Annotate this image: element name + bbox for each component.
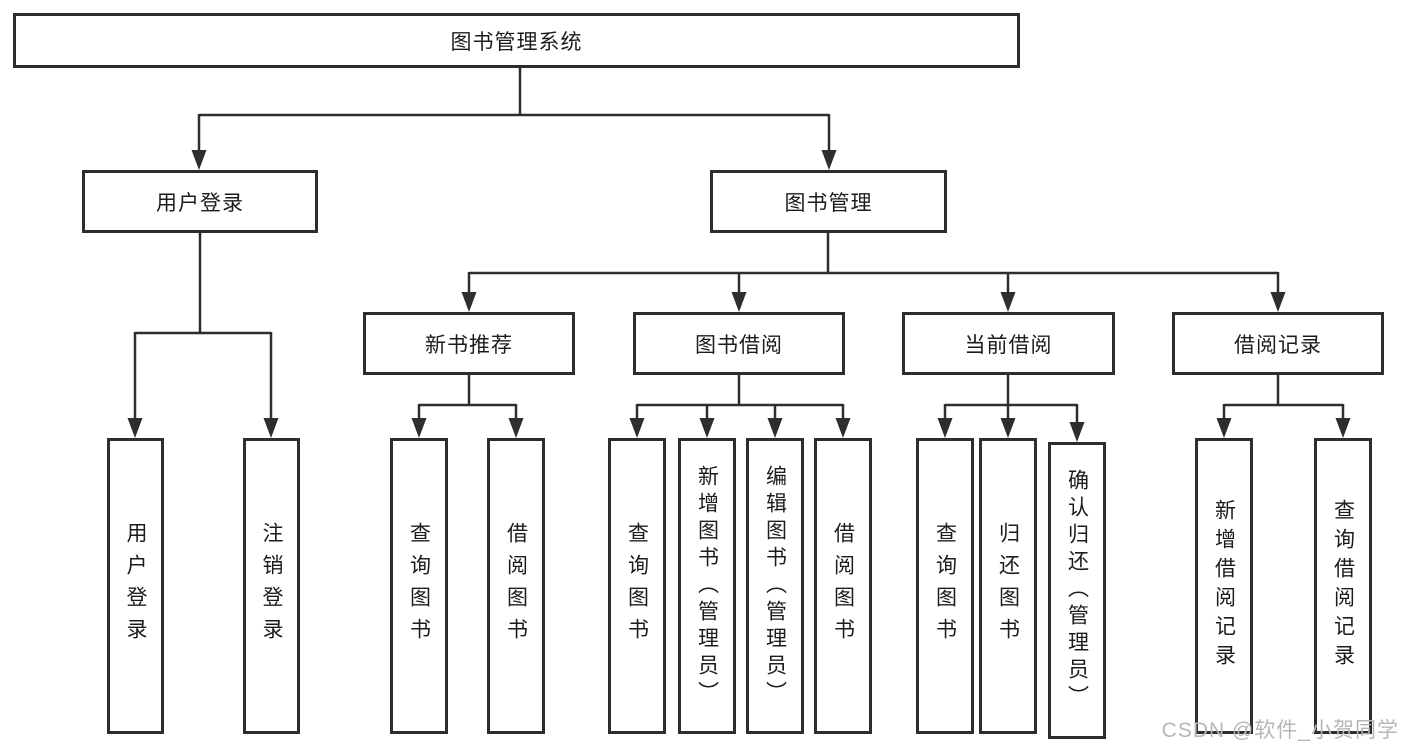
leaf-current-query-books-label: 查询图书 (933, 522, 957, 650)
node-root: 图书管理系统 (13, 13, 1020, 68)
leaf-current-query-books: 查询图书 (916, 438, 974, 734)
leaf-return-books-label: 归还图书 (996, 522, 1020, 650)
connector-current-borrow-to-leaves (937, 375, 1085, 442)
leaf-newrec-borrow-books: 借阅图书 (487, 438, 545, 734)
leaf-borrow-query-books: 查询图书 (608, 438, 666, 734)
leaf-logout-label: 注销登录 (260, 522, 283, 650)
node-book-borrow: 图书借阅 (633, 312, 845, 375)
leaf-add-books-admin: 新增图书（管理员） (678, 438, 736, 734)
leaf-add-borrow-record-label: 新增借阅记录 (1212, 499, 1236, 673)
node-user-login: 用户登录 (82, 170, 318, 233)
leaf-edit-books-admin: 编辑图书（管理员） (746, 438, 804, 734)
connector-user-login-to-leaves (127, 233, 279, 438)
node-borrow-records: 借阅记录 (1172, 312, 1384, 375)
node-current-borrow: 当前借阅 (902, 312, 1115, 375)
leaf-confirm-return-admin-label: 确认归还（管理员） (1065, 469, 1089, 712)
node-book-management-label: 图书管理 (784, 191, 873, 215)
leaf-add-borrow-record: 新增借阅记录 (1195, 438, 1253, 734)
node-new-book-recommend-label: 新书推荐 (425, 333, 513, 357)
node-book-management: 图书管理 (710, 170, 947, 233)
leaf-return-books: 归还图书 (979, 438, 1037, 734)
csdn-watermark: CSDN @软件_小贺同学 (1161, 719, 1399, 742)
node-borrow-records-label: 借阅记录 (1234, 333, 1322, 357)
node-new-book-recommend: 新书推荐 (363, 312, 575, 375)
leaf-logout: 注销登录 (243, 438, 300, 734)
leaf-borrow-books-label: 借阅图书 (831, 522, 855, 650)
leaf-add-books-admin-label: 新增图书（管理员） (695, 464, 719, 708)
connector-book-mgmt-to-level3 (461, 233, 1286, 312)
connector-new-book-to-leaves (411, 375, 524, 438)
connector-borrow-records-to-leaves (1216, 375, 1351, 438)
leaf-newrec-query-books-label: 查询图书 (407, 522, 431, 650)
leaf-borrow-query-books-label: 查询图书 (625, 522, 649, 650)
connector-root-to-level2 (191, 68, 837, 170)
leaf-newrec-query-books: 查询图书 (390, 438, 448, 734)
node-root-label: 图书管理系统 (450, 30, 583, 54)
node-user-login-label: 用户登录 (156, 191, 244, 215)
leaf-confirm-return-admin: 确认归还（管理员） (1048, 442, 1106, 739)
leaf-borrow-books: 借阅图书 (814, 438, 872, 734)
leaf-newrec-borrow-books-label: 借阅图书 (504, 522, 528, 650)
node-book-borrow-label: 图书借阅 (695, 333, 783, 357)
leaf-user-login: 用户登录 (107, 438, 164, 734)
leaf-user-login-label: 用户登录 (124, 522, 147, 650)
leaf-query-borrow-record-label: 查询借阅记录 (1331, 499, 1355, 673)
node-current-borrow-label: 当前借阅 (964, 333, 1053, 357)
connector-book-borrow-to-leaves (629, 375, 851, 438)
leaf-query-borrow-record: 查询借阅记录 (1314, 438, 1372, 734)
leaf-edit-books-admin-label: 编辑图书（管理员） (763, 464, 787, 708)
